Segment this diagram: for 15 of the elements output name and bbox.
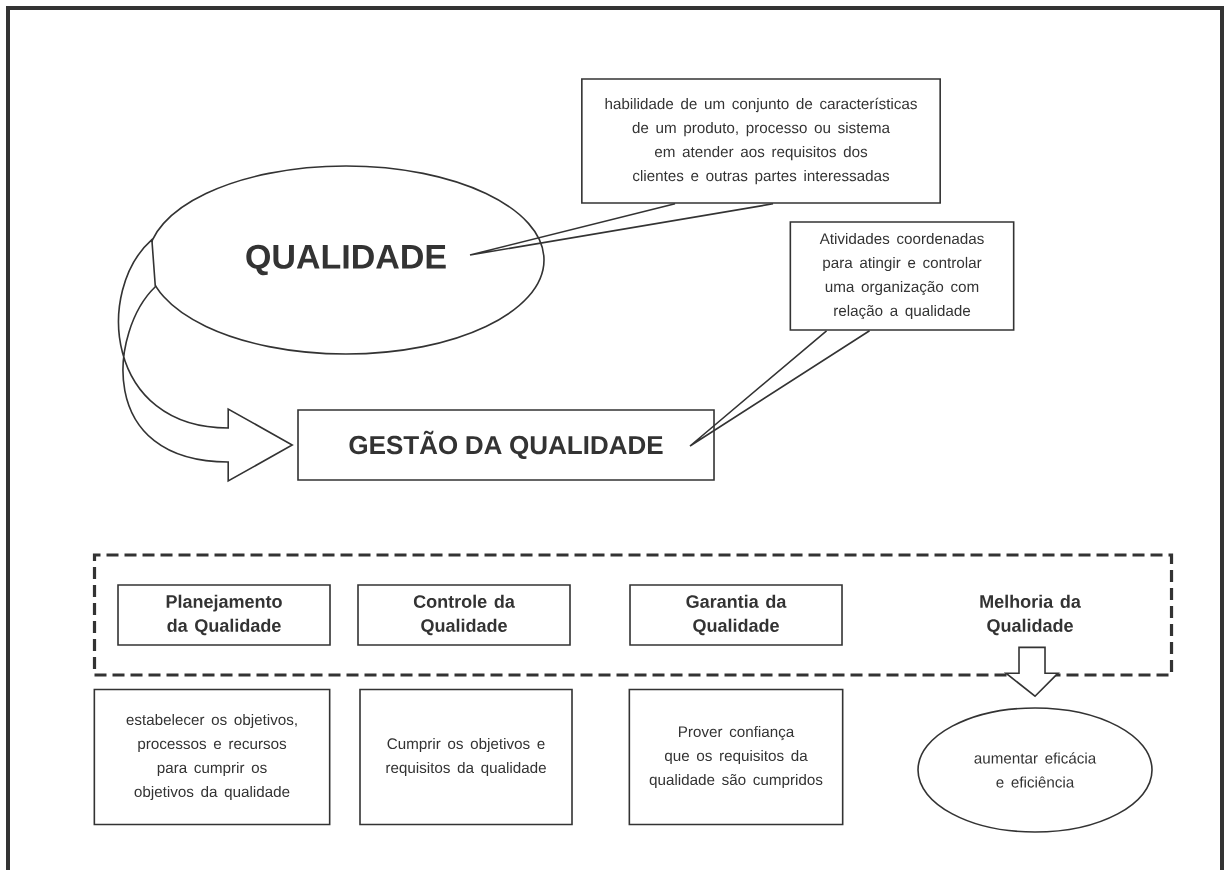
callout-box: habilidade de um conjunto de características de um produto, processo ou sistema em atender aos requisitos dos clientes e outras partes interessadas [581,78,941,204]
category-box: Planejamento da Qualidade [117,584,331,646]
category-box: Controle da Qualidade [357,584,571,646]
dashed-group-box [92,553,1174,677]
description-box: Prover confiança que os requisitos da qualidade são cumpridos [628,688,844,826]
heading-box: GESTÃO DA QUALIDADE [297,409,715,481]
callout-box: Atividades coordenadas para atingir e controlar uma organização com relação a qualidade [789,221,1015,331]
category-label: Melhoria da Qualidade [980,594,1081,636]
callout-pointer [469,203,774,256]
block-arrow [1003,646,1060,698]
callout-pointer [689,330,871,447]
curved-block-arrow [118,238,293,482]
description-box: Cumprir os objetivos e requisitos da qualidade [359,688,573,826]
category-box: Garantia da Qualidade [629,584,843,646]
description-box: estabelecer os objetivos, processos e recursos para cumprir os objetivos da qualidade [93,688,331,826]
